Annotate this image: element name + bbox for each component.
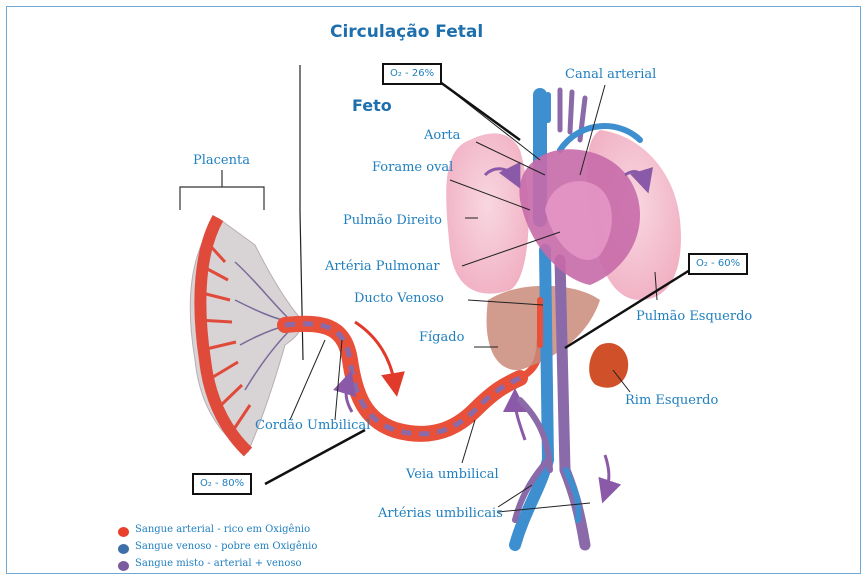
left-kidney [589,343,628,388]
placenta-bracket [180,170,264,210]
legend-dot-venous [118,544,129,554]
divider-line [300,65,303,360]
label-figado: Fígado [419,330,464,345]
legend-dot-arterial [118,527,129,537]
label-placenta: Placenta [193,153,250,168]
label-canal-arterial: Canal arterial [565,67,656,82]
legend-text-venous: Sangue venoso - pobre em Oxigênio [135,541,317,552]
label-cordao-umbilical: Cordão Umbilical [255,418,370,433]
legend-text-arterial: Sangue arterial - rico em Oxigênio [135,524,310,535]
label-veia-umbilical: Veia umbilical [406,467,499,482]
label-forame-oval: Forame oval [372,160,453,175]
oxygen-box-60: O₂ - 60% [688,253,748,275]
label-arteria-pulmonar: Artéria Pulmonar [325,259,440,274]
label-pulmao-esquerdo: Pulmão Esquerdo [636,309,752,324]
label-aorta: Aorta [424,128,460,143]
page-title: Circulação Fetal [330,22,483,42]
legend-text-mixed: Sangue misto - arterial + venoso [135,558,302,569]
label-rim-esquerdo: Rim Esquerdo [625,393,718,408]
label-arterias-umbilicais: Artérias umbilicais [378,506,503,521]
fetus-heading: Feto [352,96,392,115]
oxygen-box-26: O₂ - 26% [382,63,442,85]
label-ducto-venoso: Ducto Venoso [354,291,444,306]
placenta [190,218,302,452]
label-pulmao-direito: Pulmão Direito [343,213,442,228]
oxygen-box-80: O₂ - 80% [192,473,252,495]
legend-dot-mixed [118,561,129,571]
